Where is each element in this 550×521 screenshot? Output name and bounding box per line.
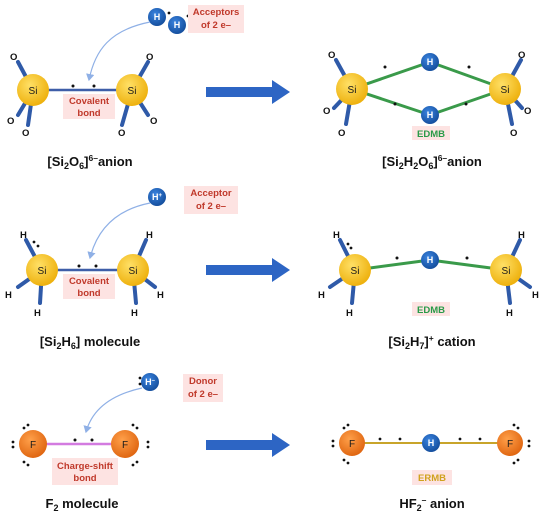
svg-text:H: H [427,110,434,120]
si-atom [17,74,49,106]
svg-text:of 2 e–: of 2 e– [196,201,226,212]
si-atom [336,73,368,105]
oxygen-label: O [22,128,29,139]
svg-text:Si: Si [129,266,138,277]
svg-text:H: H [154,12,161,22]
f-atom [19,430,47,458]
row2-left-structure: Covalent bond Si Si H H H H H H H+ Accep… [5,186,238,351]
reaction-arrow [206,80,290,104]
svg-text:Acceptor: Acceptor [190,188,231,199]
h-atom [168,16,186,34]
svg-text:H: H [131,308,138,319]
note-line2: of 2 e– [201,20,231,31]
caption: HF2– anion [399,495,464,513]
svg-text:F: F [507,439,513,450]
oxygen-label: O [150,116,157,127]
h-atom [421,53,439,71]
h-atom [422,434,440,452]
row3-right-structure: F H F ERMB HF2– anion [331,423,531,513]
row2-right-structure: H Si Si H H H H H H EDMB [Si2H7]+ cation [318,230,539,351]
oxygen-label: O [118,128,125,139]
svg-text:Si: Si [351,266,360,277]
svg-text:bond: bond [73,473,96,484]
h-atom [421,251,439,269]
svg-text:bond: bond [77,288,100,299]
svg-text:Covalent: Covalent [69,276,110,287]
svg-text:H: H [20,230,27,241]
svg-text:H: H [506,308,513,319]
svg-text:H: H [157,290,164,301]
h-plus-atom [148,188,166,206]
reaction-arrow [206,433,290,457]
svg-text:F: F [30,440,36,451]
bond-label-line1: Covalent [69,96,110,107]
svg-text:O: O [524,106,531,117]
svg-text:O: O [328,50,335,61]
si-atom [26,254,58,286]
note-line1: Acceptors [193,7,239,18]
ermb-label: ERMB [418,473,446,484]
svg-text:Donor: Donor [189,376,217,387]
svg-text:H: H [5,290,12,301]
svg-text:Si: Si [501,85,510,96]
edmb-label: EDMB [417,305,445,316]
h-atom [148,8,166,26]
f-atom [497,430,523,456]
row1-left-structure: Covalent bond Si Si O O O O O O H H Acce… [7,5,244,171]
curved-arrow [86,21,151,82]
reaction-arrow [206,258,290,282]
si-label: Si [29,86,38,97]
si-label: Si [128,86,137,97]
oxygen-label: O [10,52,17,63]
svg-text:H–: H– [145,377,156,387]
bond-label-line2: bond [77,108,100,119]
oxygen-label: O [146,52,153,63]
svg-text:H: H [318,290,325,301]
svg-text:H: H [428,438,435,448]
svg-text:H+: H+ [152,192,163,202]
caption: [Si2H7]+ cation [388,333,475,351]
svg-text:Si: Si [348,85,357,96]
caption: F2 molecule [46,496,119,513]
svg-text:H: H [146,230,153,241]
si-atom [489,73,521,105]
svg-text:H: H [34,308,41,319]
edmb-label: EDMB [417,129,445,140]
svg-text:H: H [518,230,525,241]
row1-right-structure: H H Si Si O O O O O O EDMB [Si2H2O6]6–an… [323,50,531,171]
svg-text:O: O [338,128,345,139]
svg-text:F: F [122,440,128,451]
svg-text:Charge-shift: Charge-shift [57,461,114,472]
f-atom [111,430,139,458]
f-atom [339,430,365,456]
caption: [Si2O6]6–anion [47,153,132,171]
h-minus-atom [141,373,159,391]
h-atom [421,106,439,124]
caption: [Si2H6] molecule [40,334,140,351]
svg-text:O: O [510,128,517,139]
si-atom [117,254,149,286]
caption: [Si2H2O6]6–anion [382,153,482,171]
si-atom [116,74,148,106]
svg-text:H: H [346,308,353,319]
svg-text:H: H [333,230,340,241]
row3-left-structure: F F Charge-shift bond H– Donor of 2 e– F… [11,373,223,513]
svg-text:H: H [427,57,434,67]
curved-arrow [83,387,143,434]
si-atom [490,254,522,286]
svg-text:H: H [532,290,539,301]
svg-text:O: O [323,106,330,117]
svg-text:H: H [174,20,181,30]
svg-text:H: H [427,255,434,265]
curved-arrow [87,202,151,260]
svg-text:of 2 e–: of 2 e– [188,389,218,400]
svg-text:F: F [349,439,355,450]
svg-text:Si: Si [502,266,511,277]
svg-text:O: O [518,50,525,61]
svg-text:Si: Si [38,266,47,277]
si-atom [339,254,371,286]
oxygen-label: O [7,116,14,127]
